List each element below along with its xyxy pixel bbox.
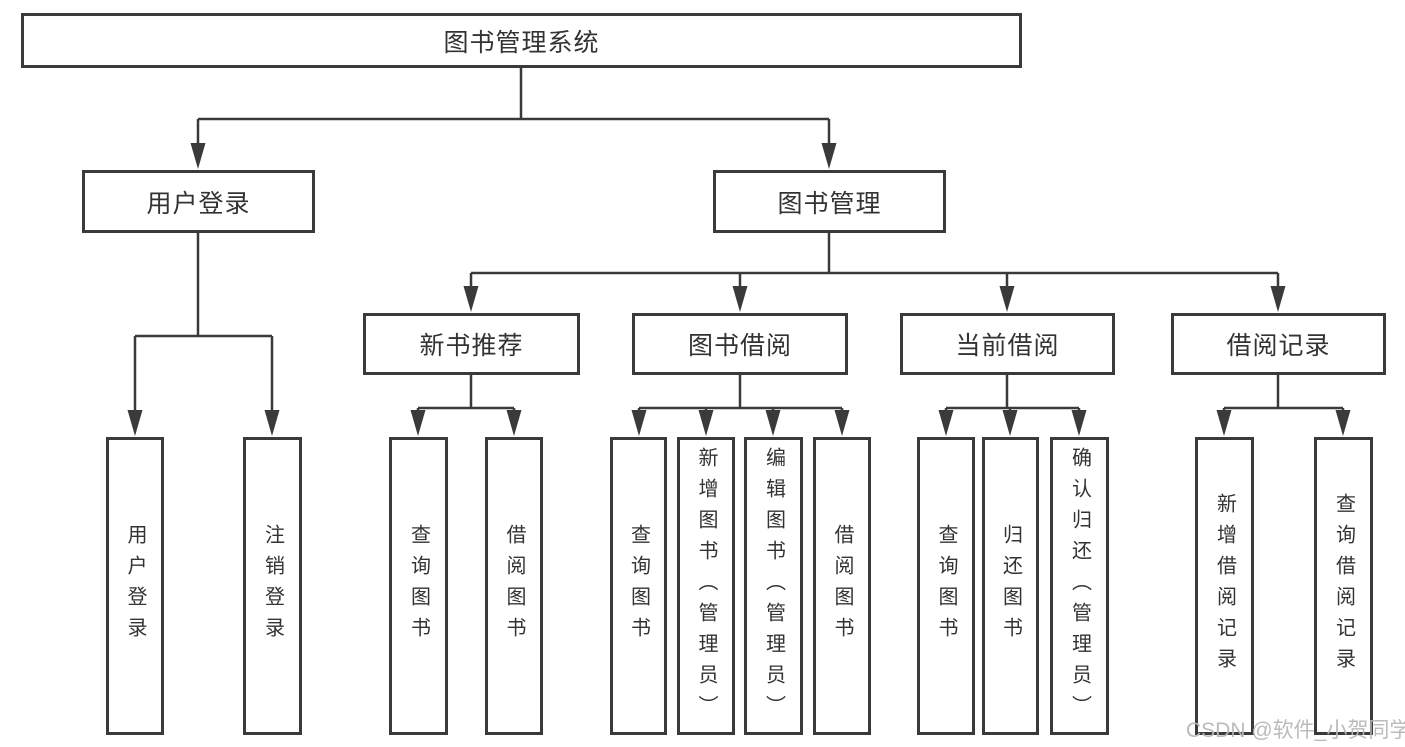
node-library-management-system: 图书管理系统 <box>21 13 1022 68</box>
node-borrowing-records: 借阅记录 <box>1171 313 1386 375</box>
leaf-label: 查询图书 <box>407 524 430 648</box>
leaf-label: 新增图书（管理员） <box>695 446 717 726</box>
leaf-label: 新增借阅记录 <box>1213 493 1236 679</box>
leaf-label: 借阅图书 <box>831 524 853 648</box>
leaf-query-books-current: 查询图书 <box>917 437 975 735</box>
node-label: 用户登录 <box>146 189 251 218</box>
node-book-management: 图书管理 <box>713 170 946 233</box>
leaf-label: 查询借阅记录 <box>1332 493 1355 679</box>
leaf-query-books-recommend: 查询图书 <box>389 437 448 735</box>
leaf-label: 查询图书 <box>935 524 957 648</box>
leaf-edit-books-admin: 编辑图书（管理员） <box>744 437 803 735</box>
leaf-label: 确认归还（管理员） <box>1068 446 1091 726</box>
csdn-watermark: CSDN @软件_小贺同学 <box>1186 719 1405 742</box>
leaf-label: 借阅图书 <box>503 524 525 648</box>
leaf-query-borrow-record: 查询借阅记录 <box>1314 437 1373 735</box>
node-book-borrowing: 图书借阅 <box>632 313 848 375</box>
leaf-add-books-admin: 新增图书（管理员） <box>677 437 735 735</box>
node-current-borrowing: 当前借阅 <box>900 313 1115 375</box>
leaf-return-books: 归还图书 <box>982 437 1039 735</box>
node-user-login: 用户登录 <box>82 170 315 233</box>
leaf-query-books-borrowing: 查询图书 <box>610 437 667 735</box>
node-label: 图书管理 <box>777 189 882 218</box>
leaf-borrow-books-borrowing: 借阅图书 <box>813 437 871 735</box>
leaf-borrow-books-recommend: 借阅图书 <box>485 437 543 735</box>
node-label: 图书借阅 <box>687 332 792 360</box>
leaf-label: 注销登录 <box>261 524 284 648</box>
leaf-confirm-return-admin: 确认归还（管理员） <box>1050 437 1109 735</box>
node-new-book-recommendation: 新书推荐 <box>363 313 580 375</box>
node-label: 新书推荐 <box>419 332 524 360</box>
leaf-label: 用户登录 <box>124 524 146 648</box>
node-label: 借阅记录 <box>1226 332 1331 360</box>
node-label: 当前借阅 <box>955 332 1060 360</box>
leaf-label: 查询图书 <box>627 524 650 648</box>
leaf-add-borrow-record: 新增借阅记录 <box>1195 437 1254 735</box>
leaf-logout: 注销登录 <box>243 437 302 735</box>
node-label: 图书管理系统 <box>443 28 600 57</box>
arrowheads <box>127 143 1351 436</box>
leaf-user-login: 用户登录 <box>106 437 164 735</box>
leaf-label: 归还图书 <box>999 524 1022 648</box>
leaf-label: 编辑图书（管理员） <box>762 446 785 726</box>
